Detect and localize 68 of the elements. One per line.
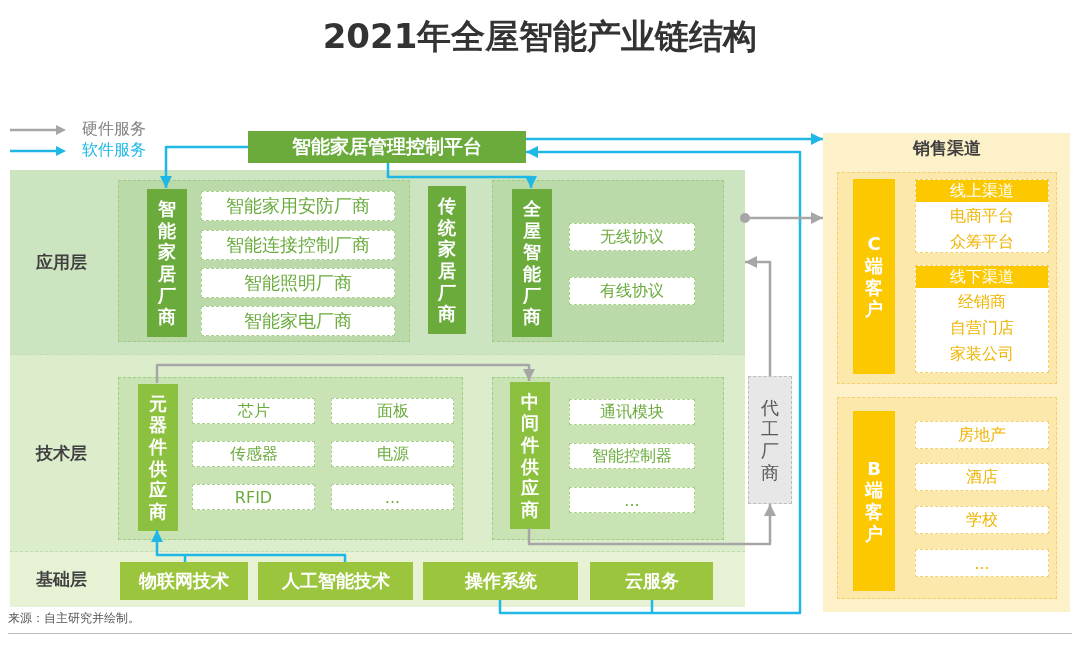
item-box: 智能控制器 [569,443,695,469]
layer-label: 技术层 [36,441,87,465]
dashed-group [492,180,724,342]
item-box: 传感器 [192,441,315,467]
arrow [151,528,347,564]
item-box: 电源 [331,441,454,467]
item-box: ... [569,487,695,513]
item-box: 智能家用安防厂商 [201,191,395,221]
dashed-group [492,377,724,540]
title: 2021年全屋智能产业链结构 [321,15,759,58]
dashed-group [837,397,1057,599]
item-box: 面板 [331,398,454,424]
arrow [526,133,823,145]
vertical-label-box: 中间件供应商 [510,382,550,529]
legend-text: 软件服务 [82,140,146,161]
item-box: 智能照明厂商 [201,268,395,298]
channel-item: 家装公司 [949,343,1015,365]
channel-item: 经销商 [957,291,1007,313]
layer-label: 基础层 [36,567,87,591]
arrow [498,146,802,615]
item-box: 芯片 [192,398,315,424]
channel-item: 自营门店 [949,317,1015,339]
channel-item: 电商平台 [949,205,1015,227]
vertical-label-box: 传统家居厂商 [428,186,466,334]
channel-card [915,265,1049,373]
foundation-box: 物联网技术 [120,562,248,600]
layer-band [10,170,745,355]
platform-box: 智能家居管理控制平台 [248,131,526,163]
item-box: 无线协议 [569,223,695,251]
source-note: 来源：自主研究并绘制。 [8,610,140,627]
arrow [745,256,772,376]
layer-label: 应用层 [36,250,87,274]
layer-band [10,552,745,607]
item-box: ... [915,549,1049,577]
arrow [740,212,823,224]
vertical-label-box: 全屋智能厂商 [512,189,552,337]
customer-box: C端客户 [853,179,895,374]
item-box: 智能连接控制厂商 [201,230,395,260]
panel-heading: 销售渠道 [911,137,982,160]
channel-card [915,179,1049,253]
legend-text: 硬件服务 [82,119,146,140]
item-box: 通讯模块 [569,399,695,425]
item-box: 学校 [915,506,1049,534]
foundation-box: 云服务 [590,562,713,600]
dashed-group [118,377,463,540]
dashed-group [118,180,410,342]
item-box: 有线协议 [569,277,695,305]
foundation-box: 操作系统 [423,562,578,600]
channel-heading: 线上渠道 [916,180,1048,202]
item-box: RFID [192,484,315,510]
arrow [386,163,537,188]
layer-band [10,355,745,552]
item-box: 酒店 [915,463,1049,491]
vertical-label-box: 元器件供应商 [138,384,178,531]
foundation-box: 人工智能技术 [258,562,413,600]
dashed-group [837,172,1057,384]
channel-item: 众筹平台 [949,231,1015,253]
vertical-label-box: 智能家居厂商 [147,189,187,337]
item-box: 智能家电厂商 [201,306,395,336]
item-box: ... [331,484,454,510]
item-box: 房地产 [915,421,1049,449]
customer-box: B端客户 [853,411,895,591]
arrow [160,145,248,188]
arrow [527,504,776,546]
arrow [155,363,535,383]
channel-panel [823,133,1070,612]
channel-heading: 线下渠道 [916,266,1048,288]
vertical-label-box: 代工厂商 [748,376,792,504]
